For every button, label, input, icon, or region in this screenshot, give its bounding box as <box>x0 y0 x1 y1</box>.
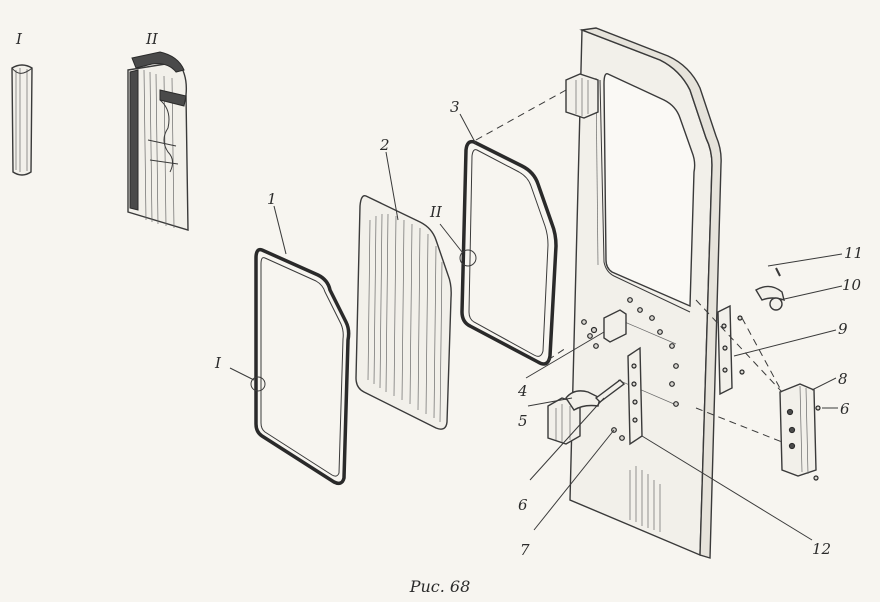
label-detail-I: I <box>15 30 23 48</box>
part-10-outer-handle <box>755 285 785 311</box>
upper-hinge <box>565 73 599 119</box>
detail-II-glass-section <box>127 51 189 231</box>
part-9-outer-lock-strip <box>717 304 745 396</box>
label-part-11: 11 <box>844 244 863 262</box>
label-part-1: 1 <box>267 190 277 208</box>
label-part-2: 2 <box>379 136 390 154</box>
label-callout-I: I <box>214 354 222 372</box>
assembly-line <box>695 299 783 393</box>
part-11-pin <box>775 267 781 277</box>
assembly-line <box>475 89 567 141</box>
label-part-4: 4 <box>517 382 528 400</box>
part-1-outer-seal <box>254 247 351 486</box>
detail-I-seal-profile <box>11 64 33 176</box>
label-part-6-right: 6 <box>840 400 850 418</box>
assembly-line <box>547 347 567 361</box>
label-part-3: 3 <box>450 98 460 116</box>
callout-circle-II <box>459 249 477 267</box>
part-6-rod <box>594 379 626 403</box>
part-12-lock-strip <box>627 346 643 446</box>
assembly-line <box>695 407 783 443</box>
callout-circle-I <box>250 376 266 392</box>
label-detail-II: II <box>145 30 159 48</box>
assembly-line <box>741 317 783 393</box>
label-part-6-lower: 6 <box>518 496 528 514</box>
figure-caption: Рис. 68 <box>409 577 471 596</box>
label-part-7: 7 <box>520 541 530 559</box>
label-part-10: 10 <box>842 276 862 294</box>
label-part-12: 12 <box>812 540 831 558</box>
label-part-8: 8 <box>838 370 848 388</box>
part-8-lock-body <box>779 383 821 481</box>
part-4-inner-handle-plate <box>590 309 627 343</box>
leader-lines <box>229 113 843 541</box>
label-part-9: 9 <box>838 320 848 338</box>
label-part-5: 5 <box>518 412 528 430</box>
part-3-inner-seal <box>460 139 558 366</box>
door-panel <box>569 27 722 559</box>
part-5-inner-handle <box>565 390 601 411</box>
lower-hinge <box>547 397 581 445</box>
screws-set <box>581 297 679 441</box>
part-2-glass-pane <box>355 195 452 430</box>
label-callout-II: II <box>429 203 443 221</box>
